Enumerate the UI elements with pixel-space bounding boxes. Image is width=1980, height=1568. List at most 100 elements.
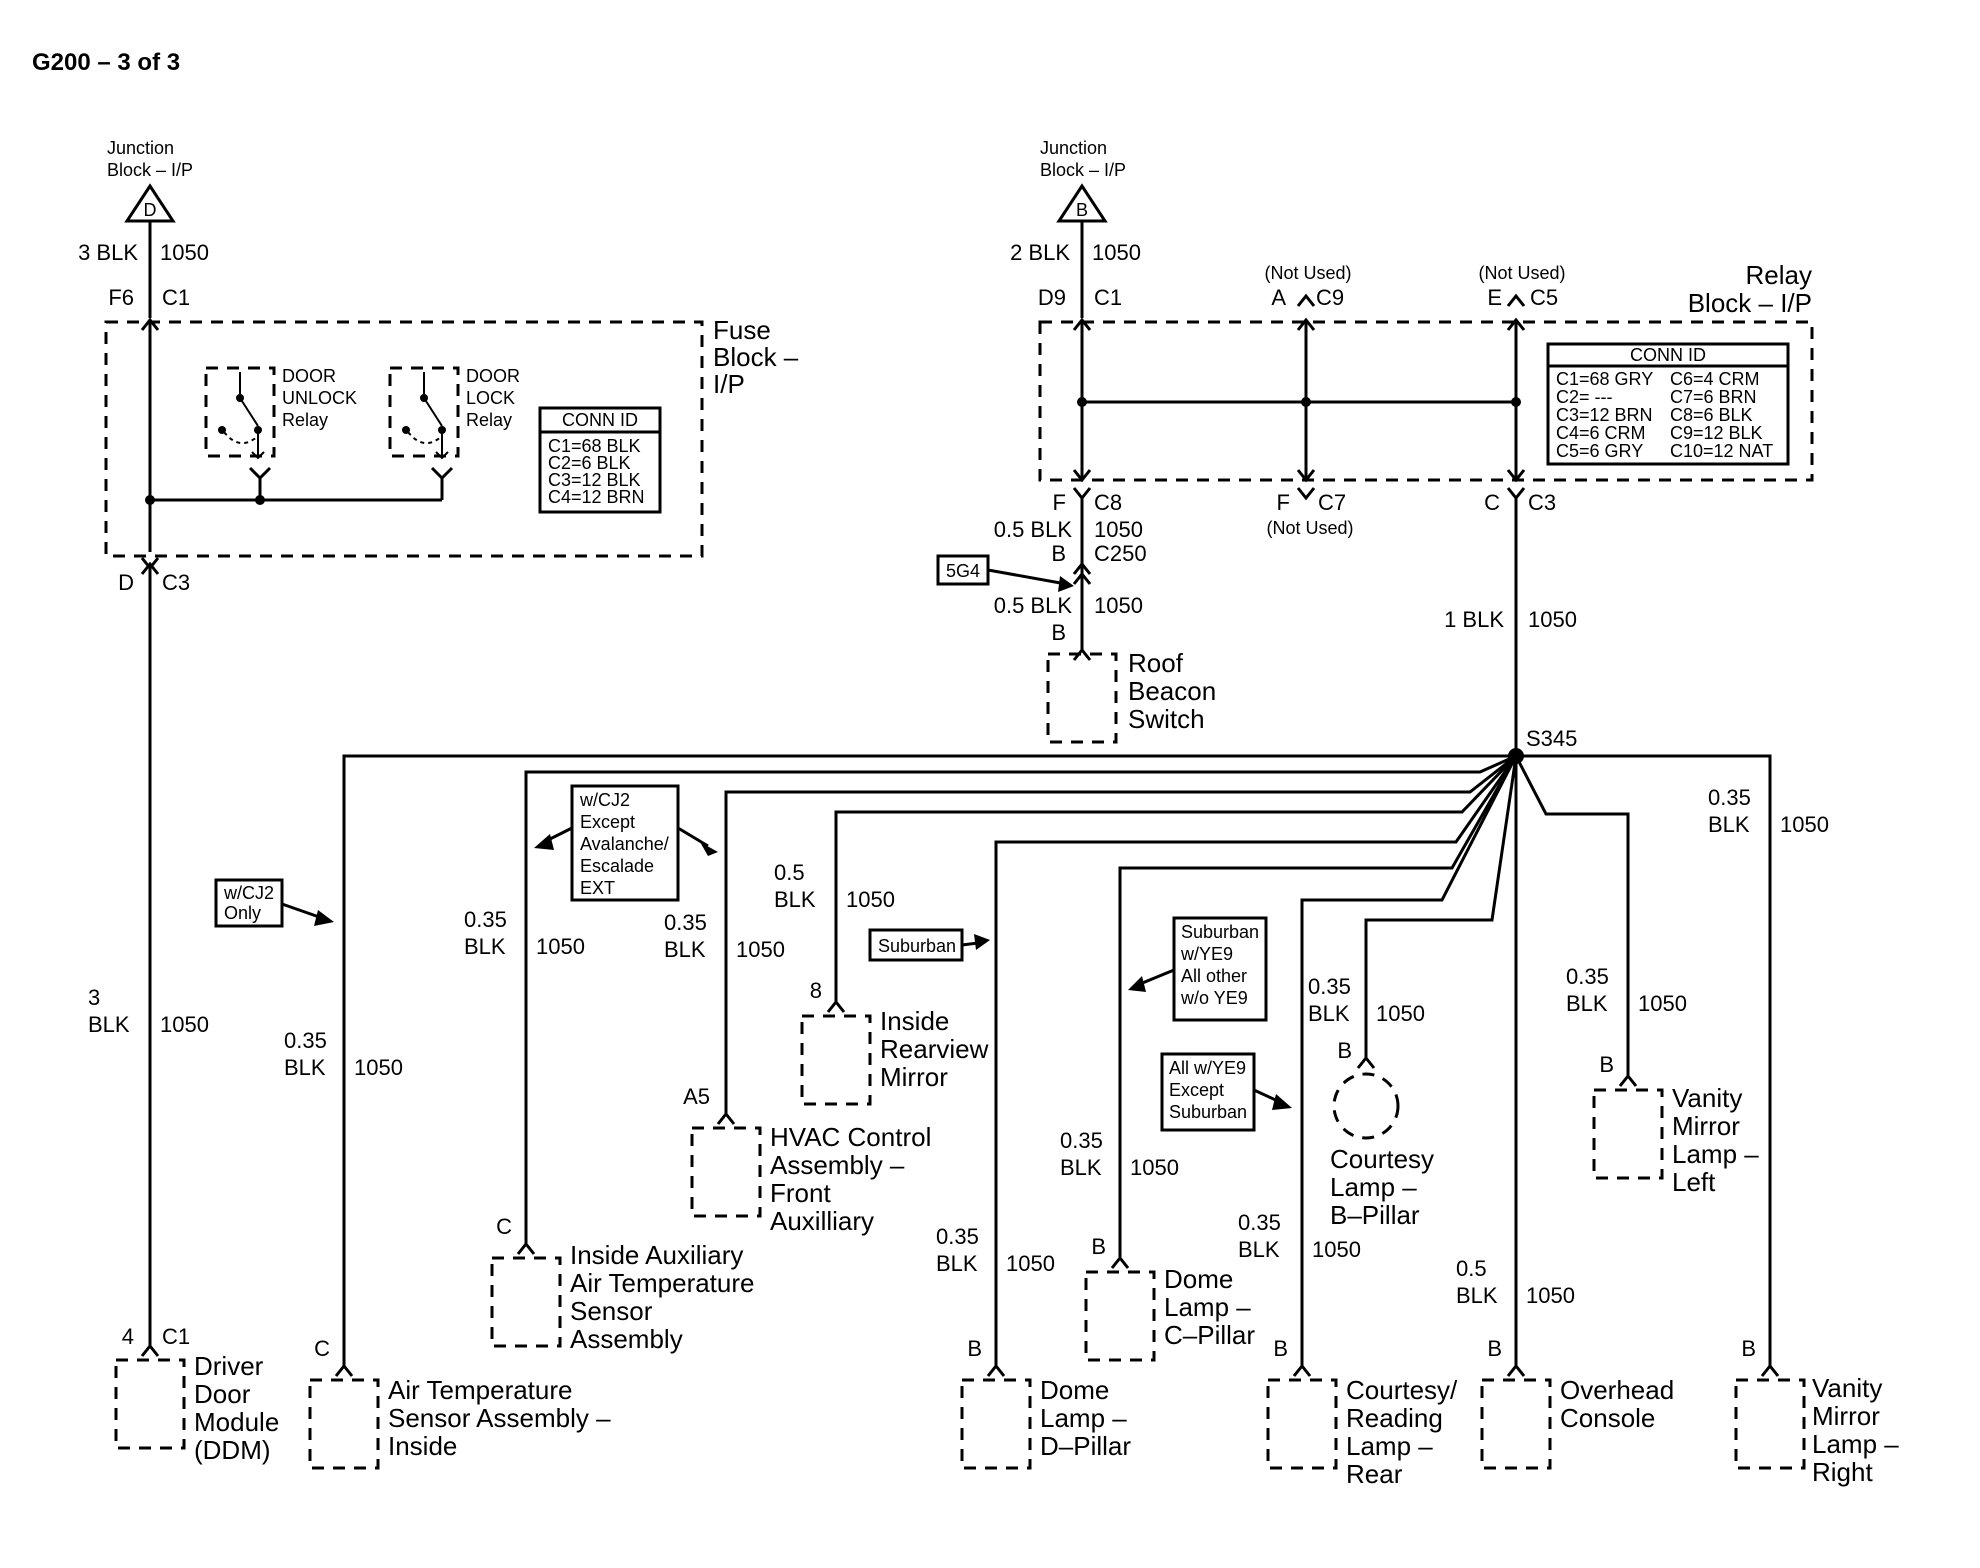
option-all-ye9-arrow-icon	[1272, 1094, 1292, 1110]
relay-block: Relay Block – I/P CONN ID C1=68 GRY C2= …	[1038, 260, 1814, 483]
relay-conn-id-left-2: C2= ---	[1556, 387, 1613, 407]
inside-rearview-mirror: 0.5 BLK 1050 8 Inside Rearview Mirror	[774, 860, 989, 1106]
option-ye9-arrow-line	[1139, 968, 1175, 986]
aux-air-connector-icon	[516, 1241, 536, 1255]
fuse-conn-id-header: CONN ID	[562, 410, 638, 430]
option-cj2-only: w/CJ2 Only	[214, 878, 334, 928]
option-cj2-except-l3: Avalanche/	[580, 834, 669, 854]
relay-f8-conn: C8	[1094, 490, 1122, 515]
dome-c-connector-icon	[1110, 1255, 1130, 1269]
courtesy-rear-label-4: Rear	[1346, 1459, 1403, 1489]
roof-switch-label-3: Switch	[1128, 704, 1205, 734]
option-ye9-box	[1172, 916, 1268, 1022]
door-lock-relay-pin-icon	[430, 466, 454, 481]
vanity-right-connector-icon	[1760, 1363, 1780, 1377]
vanity-mirror-lamp-left: 0.35 BLK 1050 B Vanity Mirror Lamp – Lef…	[1566, 964, 1759, 1197]
relay-f8-connector-icon	[1072, 487, 1092, 501]
wire-courtesy-b	[1364, 755, 1518, 1058]
roof-wire-size-2: 0.5 BLK	[994, 593, 1073, 618]
option-cj2-except-l2: Except	[580, 812, 635, 832]
ddm-label-3: Module	[194, 1407, 279, 1437]
door-unlock-relay-l2: UNLOCK	[282, 388, 357, 408]
mirror-label-1: Inside	[880, 1006, 949, 1036]
ddm-wire-size-2: BLK	[88, 1012, 130, 1037]
relay-in-size: 2 BLK	[1010, 240, 1070, 265]
courtesy-b-label-2: Lamp –	[1330, 1172, 1417, 1202]
hvac-connector-icon	[716, 1111, 736, 1125]
relay-in-pin: D9	[1038, 285, 1066, 310]
overhead-connector-icon	[1506, 1363, 1526, 1377]
overhead-pin: B	[1487, 1336, 1502, 1361]
courtesy-rear-size-2: BLK	[1238, 1237, 1280, 1262]
relay-pin-e-conn: C5	[1530, 285, 1558, 310]
fuse-splice-dot-1	[145, 495, 155, 505]
relay-conn-id-table: CONN ID C1=68 GRY C2= --- C3=12 BRN C4=6…	[1546, 342, 1790, 466]
air-temp-size-2: BLK	[284, 1055, 326, 1080]
door-lock-relay-l1: DOOR	[466, 366, 520, 386]
overhead-console: 0.5 BLK 1050 B Overhead Console	[1456, 1256, 1674, 1470]
mirror-size-2: BLK	[774, 887, 816, 912]
hvac-label-2: Assembly –	[770, 1150, 905, 1180]
option-all-ye9: All w/YE9 Except Suburban	[1160, 1052, 1292, 1132]
option-cj2-except-l1: w/CJ2	[579, 790, 630, 810]
roof-wire-size-1: 0.5 BLK	[994, 517, 1073, 542]
vanity-left-size-1: 0.35	[1566, 964, 1609, 989]
air-temp-size-1: 0.35	[284, 1028, 327, 1053]
wire-mirror	[834, 754, 1518, 1002]
dome-d-label-1: Dome	[1040, 1375, 1109, 1405]
option-cj2-only-box	[214, 878, 284, 928]
relay-conn-id-left-1: C1=68 GRY	[1556, 369, 1653, 389]
courtesy-b-size-2: BLK	[1308, 1001, 1350, 1026]
relay-f7-pin: F	[1277, 490, 1290, 515]
aux-air-label-4: Assembly	[570, 1324, 683, 1354]
dome-c-size-2: BLK	[1060, 1155, 1102, 1180]
vanity-mirror-lamp-right: 0.35 BLK 1050 B Vanity Mirror Lamp – Rig…	[1708, 785, 1899, 1487]
roof-option-box	[936, 554, 990, 586]
relay-pin-a: A	[1271, 285, 1286, 310]
dome-c-pin: B	[1091, 1234, 1106, 1259]
hvac-label-1: HVAC Control	[770, 1122, 931, 1152]
wire-aux-air	[524, 754, 1517, 1244]
aux-air-circuit: 1050	[536, 934, 585, 959]
fuse-out-pin: D	[118, 570, 134, 595]
junction-b-label-2: Block – I/P	[1040, 160, 1126, 180]
air-temp-sensor: 0.35 BLK 1050 C Air Temperature Sensor A…	[284, 1028, 611, 1470]
relay-conn-id-right-5: C10=12 NAT	[1670, 441, 1773, 461]
courtesy-rear-label-3: Lamp –	[1346, 1431, 1433, 1461]
driver-door-module: Driver Door Module (DDM)	[114, 1351, 279, 1465]
door-unlock-relay-outline	[204, 366, 276, 458]
air-temp-pin: C	[314, 1336, 330, 1361]
fuse-block-outline	[104, 320, 704, 558]
door-unlock-relay-pin-icon	[248, 466, 272, 481]
fuse-conn-id-line-3: C3=12 BLK	[548, 470, 641, 490]
relay-f8-pin: F	[1053, 490, 1066, 515]
air-temp-connector-icon	[334, 1363, 354, 1377]
hvac-label-4: Auxilliary	[770, 1206, 874, 1236]
dome-d-outline	[960, 1378, 1032, 1470]
courtesy-rear-label-1: Courtesy/	[1346, 1375, 1458, 1405]
door-unlock-relay-l3: Relay	[282, 410, 328, 430]
roof-switch-label-1: Roof	[1128, 648, 1184, 678]
roof-wire-pin-b2: B	[1051, 620, 1066, 645]
roof-option-label: 5G4	[946, 561, 980, 581]
ddm-label-1: Driver	[194, 1351, 264, 1381]
overhead-size-2: BLK	[1456, 1283, 1498, 1308]
roof-switch-connector-icon	[1072, 647, 1092, 661]
door-lock-relay-arrow-icon	[435, 451, 449, 460]
door-lock-relay-switch-icon	[423, 397, 443, 427]
option-cj2-only-arrow-icon	[314, 910, 334, 926]
wire-vanity-right	[1516, 754, 1772, 1366]
wire-vanity-left	[1514, 755, 1630, 1076]
vanity-left-pin: B	[1599, 1052, 1614, 1077]
door-unlock-relay-coil-icon	[223, 431, 259, 444]
mirror-label-3: Mirror	[880, 1062, 948, 1092]
c250-connector2-icon	[1072, 571, 1092, 585]
door-lock-relay-coil-icon	[407, 431, 443, 444]
door-unlock-relay: DOOR UNLOCK Relay	[204, 366, 357, 500]
main-wire-circuit: 1050	[1528, 607, 1577, 632]
relay-f7-connector-icon	[1296, 487, 1316, 501]
option-cj2-only-arrow-line	[281, 902, 323, 920]
dome-d-size-1: 0.35	[936, 1224, 979, 1249]
relay-conn-id-right-3: C8=6 BLK	[1670, 405, 1753, 425]
